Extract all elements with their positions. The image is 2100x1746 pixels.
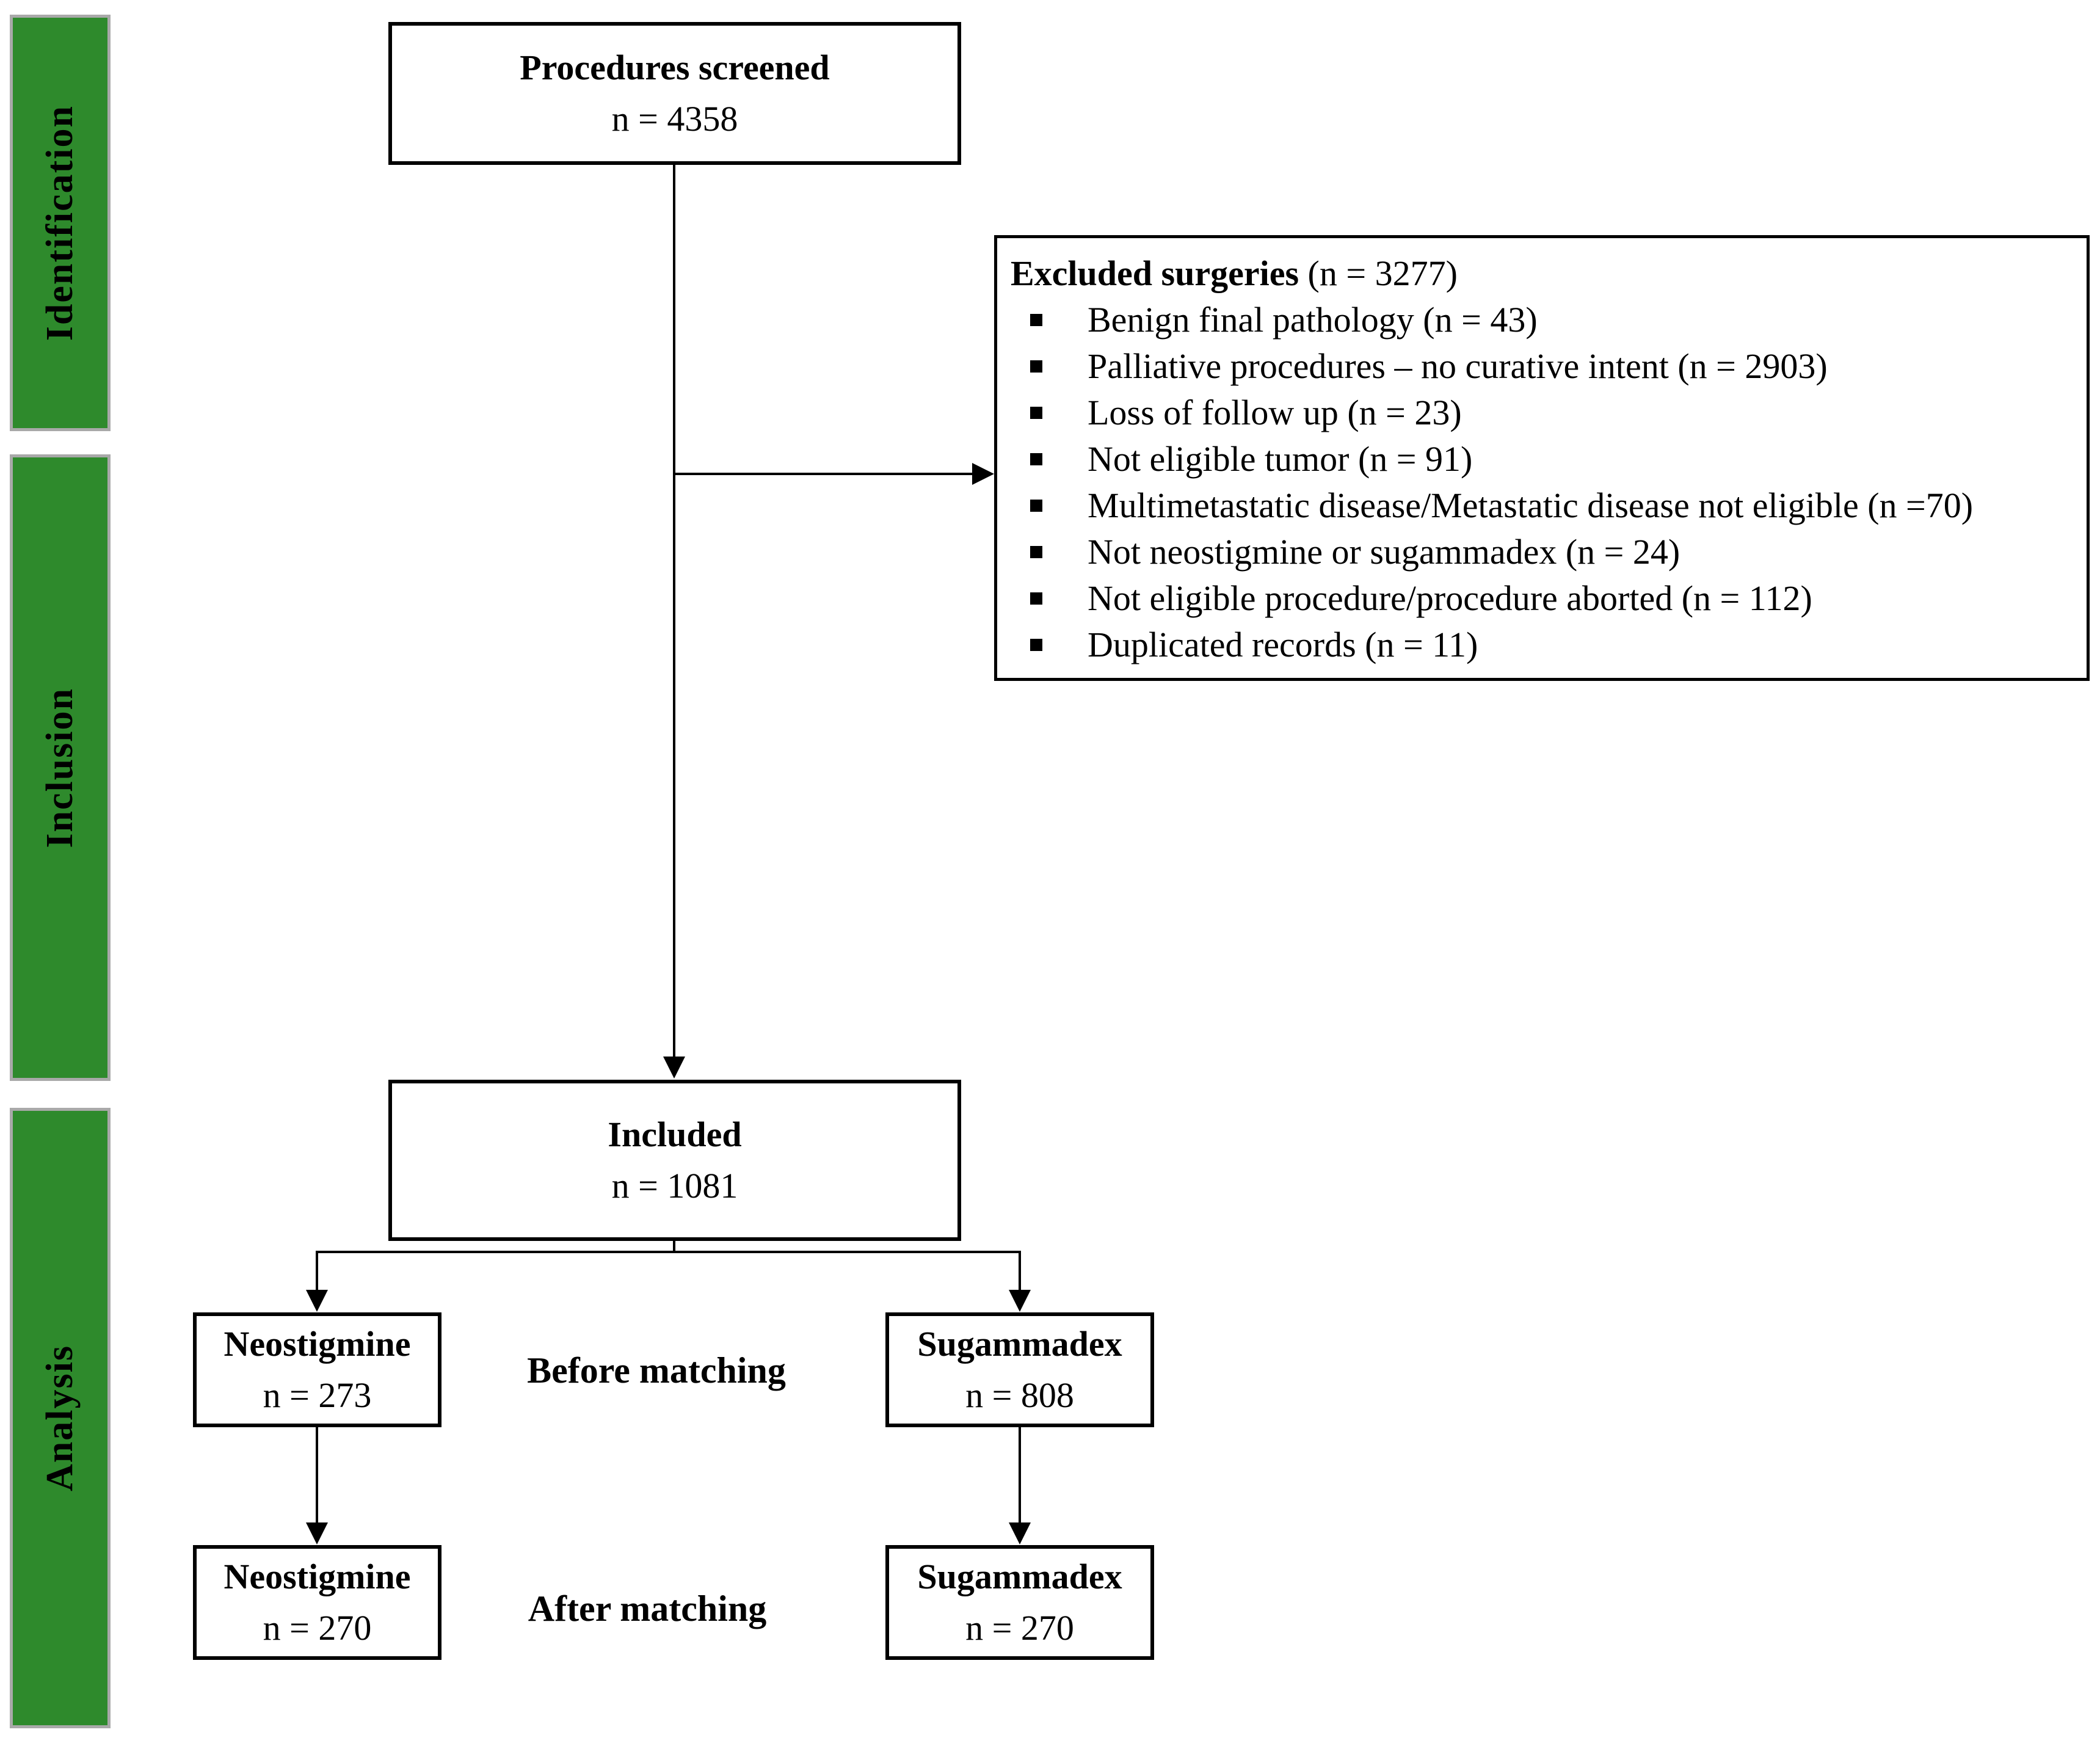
excluded-item-label: Duplicated records (n = 11)	[1088, 625, 1478, 664]
neostigmine-before-count: n = 273	[263, 1375, 372, 1415]
stage-bar-inclusion: Inclusion	[10, 454, 111, 1081]
procedures-screened-title: Procedures screened	[520, 47, 830, 87]
sugammadex-after-box: Sugammadex n = 270	[885, 1545, 1154, 1660]
connector-branch-left	[316, 1251, 318, 1291]
neostigmine-before-box: Neostigmine n = 273	[193, 1312, 441, 1427]
excluded-item: Duplicated records (n = 11)	[1011, 622, 1478, 668]
excluded-item: Not eligible tumor (n = 91)	[1011, 436, 1472, 482]
arrowhead-right-icon	[972, 463, 994, 485]
connector-branch-horizontal	[316, 1251, 1021, 1253]
bullet-square-icon	[1030, 453, 1042, 465]
excluded-item-label: Not neostigmine or sugammadex (n = 24)	[1088, 532, 1680, 572]
bullet-square-icon	[1030, 500, 1042, 512]
stage-bar-identification: Identification	[10, 15, 111, 431]
bullet-square-icon	[1030, 314, 1042, 326]
sugammadex-after-title: Sugammadex	[917, 1556, 1122, 1596]
neostigmine-after-count: n = 270	[263, 1608, 372, 1648]
after-matching-label: After matching	[528, 1588, 767, 1629]
before-matching-label: Before matching	[527, 1350, 786, 1391]
excluded-item-label: Benign final pathology (n = 43)	[1088, 300, 1538, 340]
bullet-square-icon	[1030, 592, 1042, 605]
neostigmine-after-box: Neostigmine n = 270	[193, 1545, 441, 1660]
excluded-item: Palliative procedures – no curative inte…	[1011, 343, 1828, 390]
excluded-item-label: Not eligible procedure/procedure aborted…	[1088, 578, 1812, 618]
arrowhead-down-icon	[663, 1057, 685, 1079]
excluded-surgeries-header: Excluded surgeries (n = 3277)	[1011, 250, 1458, 297]
excluded-item: Benign final pathology (n = 43)	[1011, 297, 1538, 343]
excluded-surgeries-count: (n = 3277)	[1299, 253, 1458, 293]
arrowhead-down-icon	[1009, 1522, 1031, 1544]
arrowhead-down-icon	[306, 1290, 328, 1312]
bullet-square-icon	[1030, 546, 1042, 558]
bullet-square-icon	[1030, 407, 1042, 419]
connector-included-stub	[673, 1241, 675, 1253]
excluded-surgeries-title: Excluded surgeries	[1011, 253, 1299, 293]
stage-label-analysis: Analysis	[39, 1345, 81, 1491]
bullet-square-icon	[1030, 639, 1042, 651]
excluded-item-label: Loss of follow up (n = 23)	[1088, 393, 1462, 432]
excluded-item-label: Palliative procedures – no curative inte…	[1088, 346, 1828, 386]
included-title: Included	[608, 1114, 742, 1154]
arrowhead-down-icon	[1009, 1290, 1031, 1312]
connector-procedures-to-included	[673, 165, 675, 1058]
connector-to-excluded	[673, 473, 973, 475]
excluded-item-label: Multimetastatic disease/Metastatic disea…	[1088, 486, 1974, 525]
stage-bar-analysis: Analysis	[10, 1108, 111, 1728]
excluded-item-label: Not eligible tumor (n = 91)	[1088, 439, 1473, 479]
included-count: n = 1081	[611, 1166, 738, 1206]
bullet-square-icon	[1030, 360, 1042, 373]
arrowhead-down-icon	[306, 1522, 328, 1544]
sugammadex-before-box: Sugammadex n = 808	[885, 1312, 1154, 1427]
stage-label-inclusion: Inclusion	[39, 687, 81, 848]
sugammadex-after-count: n = 270	[965, 1608, 1074, 1648]
neostigmine-before-title: Neostigmine	[223, 1323, 411, 1364]
excluded-item: Loss of follow up (n = 23)	[1011, 390, 1462, 436]
included-box: Included n = 1081	[388, 1080, 961, 1241]
excluded-item: Multimetastatic disease/Metastatic disea…	[1011, 482, 1973, 529]
excluded-item: Not eligible procedure/procedure aborted…	[1011, 575, 1812, 622]
connector-branch-right	[1019, 1251, 1021, 1291]
connector-sugammadex-matching	[1019, 1427, 1021, 1524]
neostigmine-after-title: Neostigmine	[223, 1556, 411, 1596]
procedures-screened-count: n = 4358	[611, 99, 738, 139]
sugammadex-before-count: n = 808	[965, 1375, 1074, 1415]
connector-neostigmine-matching	[316, 1427, 318, 1524]
excluded-item: Not neostigmine or sugammadex (n = 24)	[1011, 529, 1680, 575]
stage-label-identification: Identification	[39, 104, 81, 341]
procedures-screened-box: Procedures screened n = 4358	[388, 22, 961, 165]
sugammadex-before-title: Sugammadex	[917, 1323, 1122, 1364]
excluded-surgeries-box: Excluded surgeries (n = 3277) Benign fin…	[994, 235, 2090, 681]
